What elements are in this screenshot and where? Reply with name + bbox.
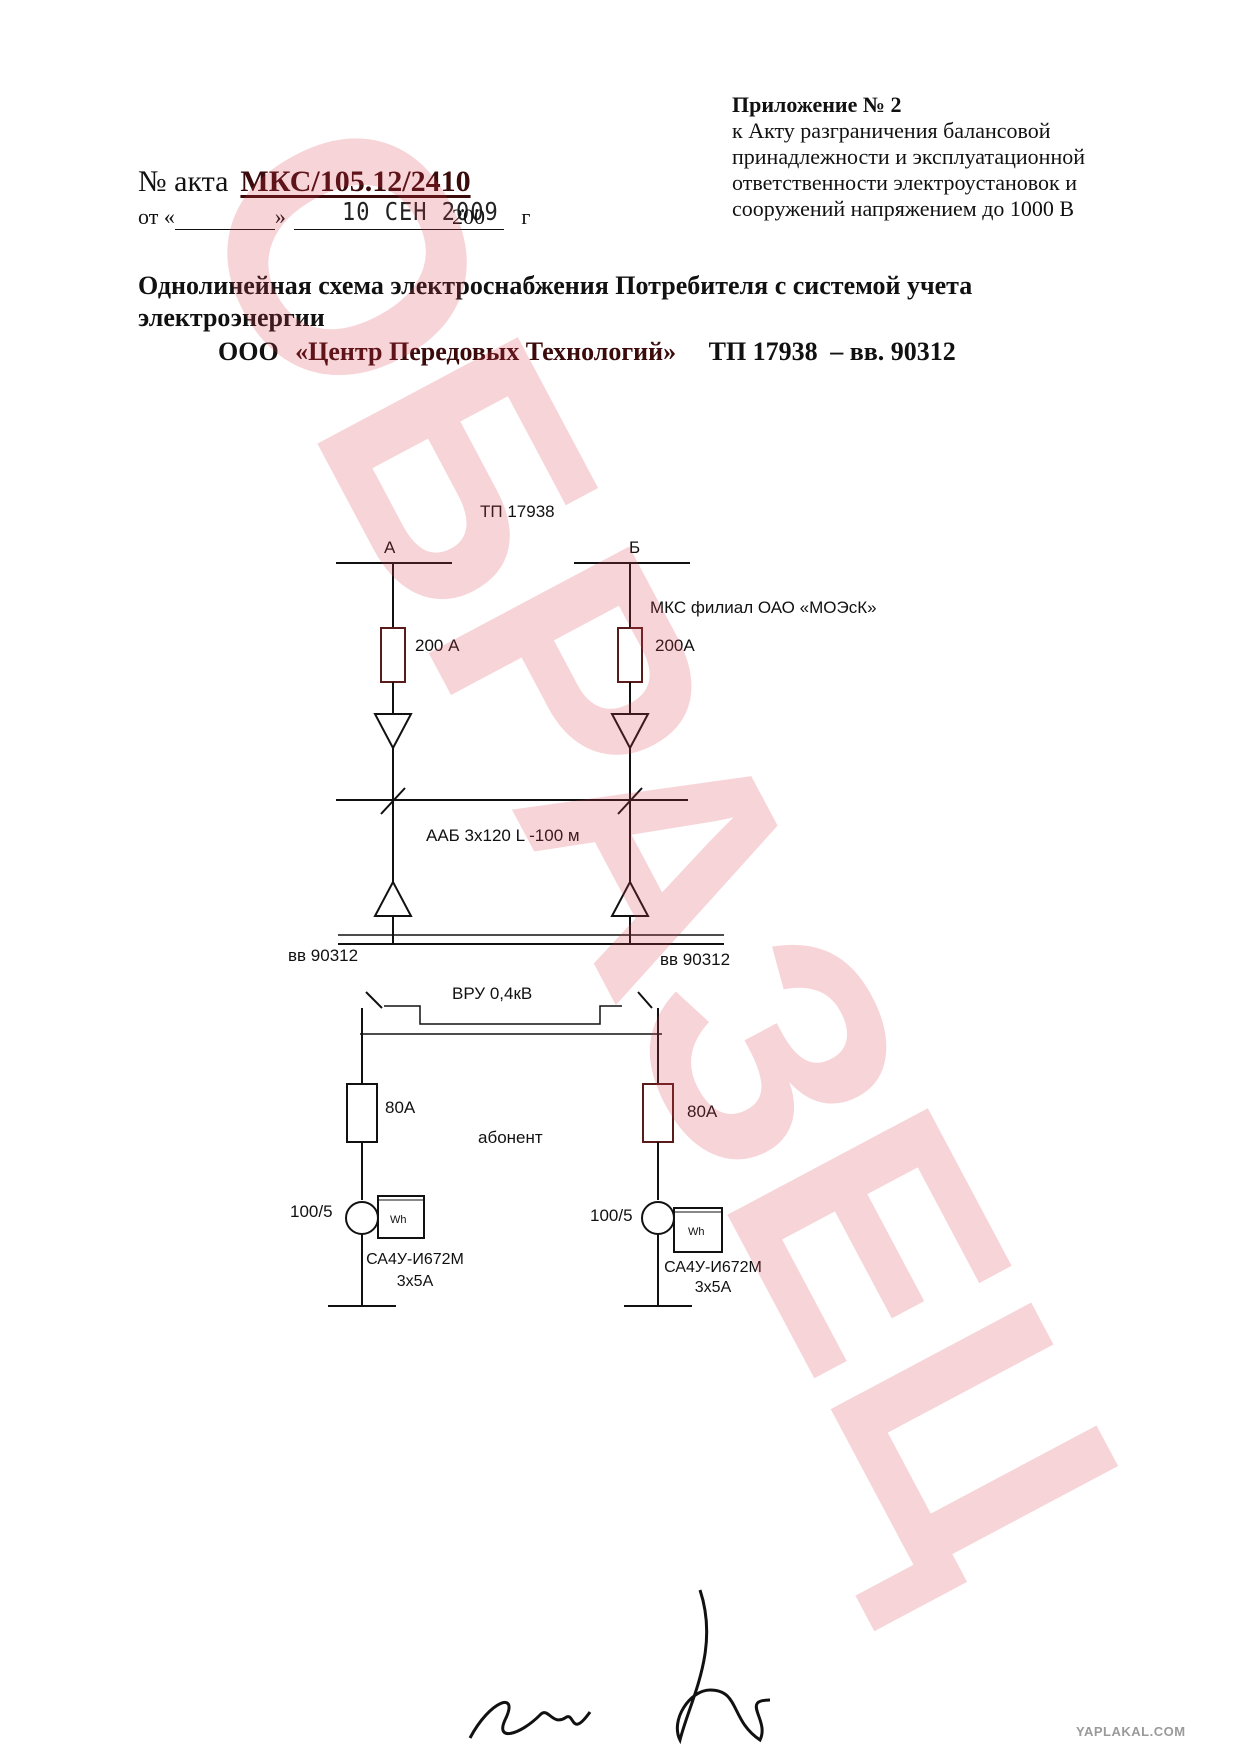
label-fuse-b: 200А [655, 636, 695, 655]
org-prefix: ООО [218, 337, 279, 366]
act-number-line: № акта МКС/105.12/2410 [138, 164, 471, 200]
appendix-line: ответственности электроустановок и [732, 170, 1077, 195]
act-number: МКС/105.12/2410 [240, 165, 471, 198]
cable-end-down-b [610, 713, 650, 751]
label-owner: МКС филиал ОАО «МОЭсК» [650, 598, 877, 617]
label-input-b: вв 90312 [660, 950, 731, 969]
appendix-line: сооружений напряжением до 1000 В [732, 196, 1075, 221]
org-vv: – вв. 90312 [830, 337, 956, 366]
label-fuse-c: 80А [385, 1098, 416, 1117]
label-cable: ААБ 3х120 L -100 м [426, 826, 580, 845]
meter-b-box [673, 1207, 723, 1253]
document-title: Однолинейная схема электроснабжения Потр… [138, 270, 1098, 334]
label-meter-a-model: СА4У-И672М [366, 1251, 464, 1268]
switch-a [365, 991, 383, 1009]
year-value: 200 [452, 204, 485, 229]
cable-tick-a [380, 787, 406, 815]
appendix-line: к Акту разграничения балансовой [732, 118, 1051, 143]
act-prefix: № акта [138, 165, 229, 198]
label-meter-a-rating: 3х5А [396, 1273, 434, 1290]
date-stamp: 10 СЕН 2009 [342, 198, 499, 227]
label-consumer: абонент [478, 1128, 543, 1147]
label-meter-b-model: СА4У-И672М [664, 1259, 762, 1276]
year-suffix: г [521, 204, 531, 229]
appendix-block: Приложение № 2 к Акту разграничения бала… [732, 92, 1172, 222]
organization-line: ООО «Центр Передовых Технологий» ТП 1793… [218, 336, 956, 368]
meter-a-box [377, 1195, 425, 1239]
month-blank [293, 209, 444, 230]
year-blank [443, 209, 504, 230]
label-switchboard: ВРУ 0,4кВ [452, 984, 533, 1003]
label-fuse-a: 200 А [415, 636, 460, 655]
label-ct-b: 100/5 [590, 1206, 633, 1225]
meter-a-symbol: Wh [390, 1214, 407, 1226]
meter-b-symbol: Wh [688, 1226, 705, 1238]
title-line: Однолинейная схема электроснабжения Потр… [138, 271, 973, 300]
interlock-line [384, 1005, 622, 1025]
act-date-line: от « » г [138, 204, 530, 230]
day-blank [174, 209, 275, 230]
label-input-a: вв 90312 [288, 946, 359, 965]
cable-end-down-a [373, 713, 413, 751]
title-line: электроэнергии [138, 303, 325, 332]
label-substation: ТП 17938 [480, 502, 555, 521]
switch-b [637, 991, 653, 1009]
label-fuse-d: 80А [687, 1102, 718, 1121]
label-bus-b: Б [629, 538, 641, 557]
appendix-title: Приложение № 2 [732, 92, 902, 117]
org-name: «Центр Передовых Технологий» [295, 337, 677, 366]
org-tp: ТП 17938 [708, 337, 818, 366]
appendix-line: принадлежности и эксплуатационной [732, 144, 1085, 169]
signature-1 [468, 1701, 592, 1739]
site-credit: YAPLAKAL.COM [1076, 1724, 1186, 1739]
label-ct-a: 100/5 [290, 1202, 333, 1221]
label-bus-a: А [384, 538, 396, 557]
signature-2 [675, 1589, 771, 1745]
label-meter-b-rating: 3х5А [694, 1279, 732, 1296]
date-close: » [274, 204, 286, 229]
date-prefix: от « [138, 204, 175, 229]
cable-tick-b [617, 787, 643, 815]
